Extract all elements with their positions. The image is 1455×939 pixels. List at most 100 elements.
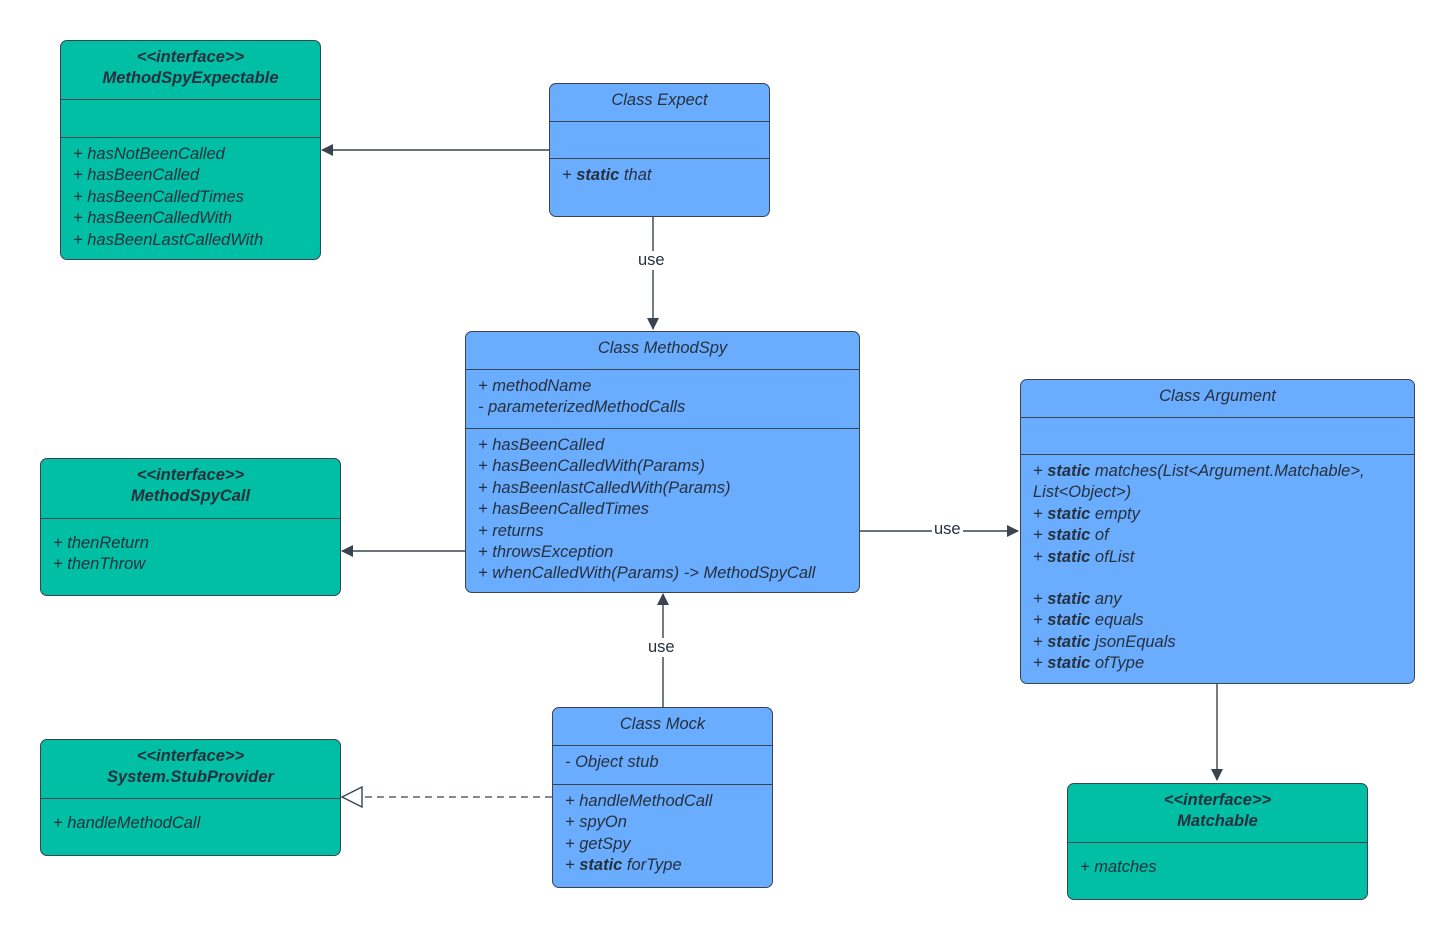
visibility-prefix: + [562, 166, 577, 184]
node-attributes: + methodName- parameterizedMethodCalls [466, 369, 859, 428]
visibility-prefix: + [1033, 611, 1048, 630]
class-mock[interactable]: Class Mock - Object stub + handleMethodC… [552, 707, 773, 888]
member-name: hasBeenCalledTimes [87, 187, 244, 206]
method-line: + static ofList [1033, 547, 1402, 568]
visibility-prefix: + [478, 377, 493, 395]
node-header: Class MethodSpy [466, 332, 859, 369]
node-header: <<interface>>MethodSpyCall [41, 459, 340, 518]
visibility-prefix: + [565, 792, 580, 810]
method-line: + hasBeenCalledTimes [478, 499, 847, 520]
edge-label-argument-use: use [932, 520, 963, 539]
visibility-prefix: + [73, 209, 88, 228]
node-header: Class Mock [553, 708, 772, 745]
node-header: Class Argument [1021, 380, 1414, 417]
method-line: + spyOn [565, 812, 760, 833]
node-header: <<interface>>System.StubProvider [41, 740, 340, 798]
visibility-prefix: + [565, 834, 580, 853]
visibility-prefix: - [478, 398, 489, 417]
class-argument[interactable]: Class Argument + static matches(List<Arg… [1020, 379, 1415, 684]
method-line: + returns [478, 521, 847, 542]
attribute-line: + methodName [478, 376, 847, 397]
visibility-prefix: + [478, 478, 493, 497]
node-methods: + thenReturn+ thenThrow [41, 518, 340, 595]
method-line: + whenCalledWith(Params) -> MethodSpyCal… [478, 563, 847, 584]
member-name: hasBeenCalled [492, 436, 605, 454]
visibility-prefix: + [478, 457, 493, 476]
method-line: + static that [562, 165, 757, 186]
member-name: forType [622, 856, 682, 875]
node-attributes [61, 99, 320, 137]
node-header: Class Expect [550, 84, 769, 121]
visibility-prefix: + [1033, 632, 1048, 651]
method-line: + hasBeenCalledWith(Params) [478, 456, 847, 477]
member-name: List<Object>) [1033, 483, 1132, 502]
visibility-prefix: + [1033, 462, 1048, 480]
node-methods: + static that [550, 158, 769, 216]
visibility-prefix: + [53, 555, 68, 574]
node-title-line: <<interface>> [136, 466, 245, 484]
member-name: handleMethodCall [579, 792, 713, 810]
static-modifier: static [579, 856, 623, 875]
member-name: spyOn [579, 813, 627, 832]
member-name: parameterizedMethodCalls [488, 398, 686, 417]
visibility-prefix: + [73, 187, 88, 206]
visibility-prefix: + [73, 166, 88, 185]
member-name: any [1090, 590, 1122, 609]
class-method-spy[interactable]: Class MethodSpy + methodName- parameteri… [465, 331, 860, 593]
member-name: methodName [492, 377, 592, 395]
member-name: hasBeenCalledWith(Params) [492, 457, 705, 476]
edge-label-expect-use: use [636, 251, 667, 270]
member-name: matches [1094, 858, 1157, 876]
visibility-prefix: + [1033, 526, 1048, 545]
node-title-line: <<interface>> [136, 48, 245, 66]
visibility-prefix: + [73, 230, 88, 249]
method-line: + hasNotBeenCalled [73, 144, 308, 165]
interface-stub-provider[interactable]: <<interface>>System.StubProvider + handl… [40, 739, 341, 856]
visibility-prefix: - [565, 753, 576, 771]
method-line: List<Object>) [1033, 482, 1402, 503]
visibility-prefix: + [565, 856, 580, 875]
method-line: + static of [1033, 525, 1402, 546]
member-name: handleMethodCall [67, 814, 201, 832]
method-line: + static jsonEquals [1033, 632, 1402, 653]
class-expect[interactable]: Class Expect + static that [549, 83, 770, 217]
method-line: + hasBeenCalled [73, 165, 308, 186]
node-title-line: Class Argument [1159, 387, 1276, 405]
method-line: + hasBeenCalledWith [73, 208, 308, 229]
node-title-line: MethodSpyExpectable [102, 69, 279, 87]
method-line: + hasBeenCalled [478, 435, 847, 456]
interface-matchable[interactable]: <<interface>>Matchable + matches [1067, 783, 1368, 900]
static-modifier: static [1047, 632, 1091, 651]
method-line: + hasBeenLastCalledWith [73, 230, 308, 251]
member-name: hasBeenCalledTimes [492, 500, 649, 519]
static-modifier: static [1047, 590, 1091, 609]
member-name: whenCalledWith(Params) -> MethodSpyCall [492, 564, 816, 583]
visibility-prefix: + [478, 564, 493, 583]
node-attributes [1021, 417, 1414, 454]
node-methods: + static matches(List<Argument.Matchable… [1021, 454, 1414, 683]
member-name: hasBeenCalledWith [87, 209, 233, 228]
visibility-prefix: + [478, 521, 493, 540]
node-header: <<interface>> MethodSpyExpectable [61, 41, 320, 99]
visibility-prefix: + [478, 543, 493, 562]
member-name: empty [1090, 504, 1140, 523]
method-line: + static any [1033, 589, 1402, 610]
node-title-line: System.StubProvider [107, 768, 274, 786]
interface-method-spy-call[interactable]: <<interface>>MethodSpyCall + thenReturn+… [40, 458, 341, 596]
node-attributes [550, 121, 769, 158]
member-name: getSpy [579, 834, 631, 853]
static-modifier: static [1047, 654, 1091, 673]
node-title-line: Class Expect [611, 91, 708, 109]
method-line: + throwsException [478, 542, 847, 563]
node-title-line: Matchable [1177, 812, 1258, 830]
static-modifier: static [1047, 504, 1091, 523]
attribute-line: - Object stub [565, 752, 760, 773]
member-gap [1033, 568, 1402, 589]
method-line: + handleMethodCall [53, 813, 328, 834]
member-name: ofType [1090, 654, 1145, 673]
member-name: hasBeenCalled [87, 166, 200, 185]
method-line: + static forType [565, 855, 760, 876]
visibility-prefix: + [478, 500, 493, 519]
interface-method-spy-expectable[interactable]: <<interface>> MethodSpyExpectable + hasNo… [60, 40, 321, 260]
static-modifier: static [1047, 611, 1091, 630]
